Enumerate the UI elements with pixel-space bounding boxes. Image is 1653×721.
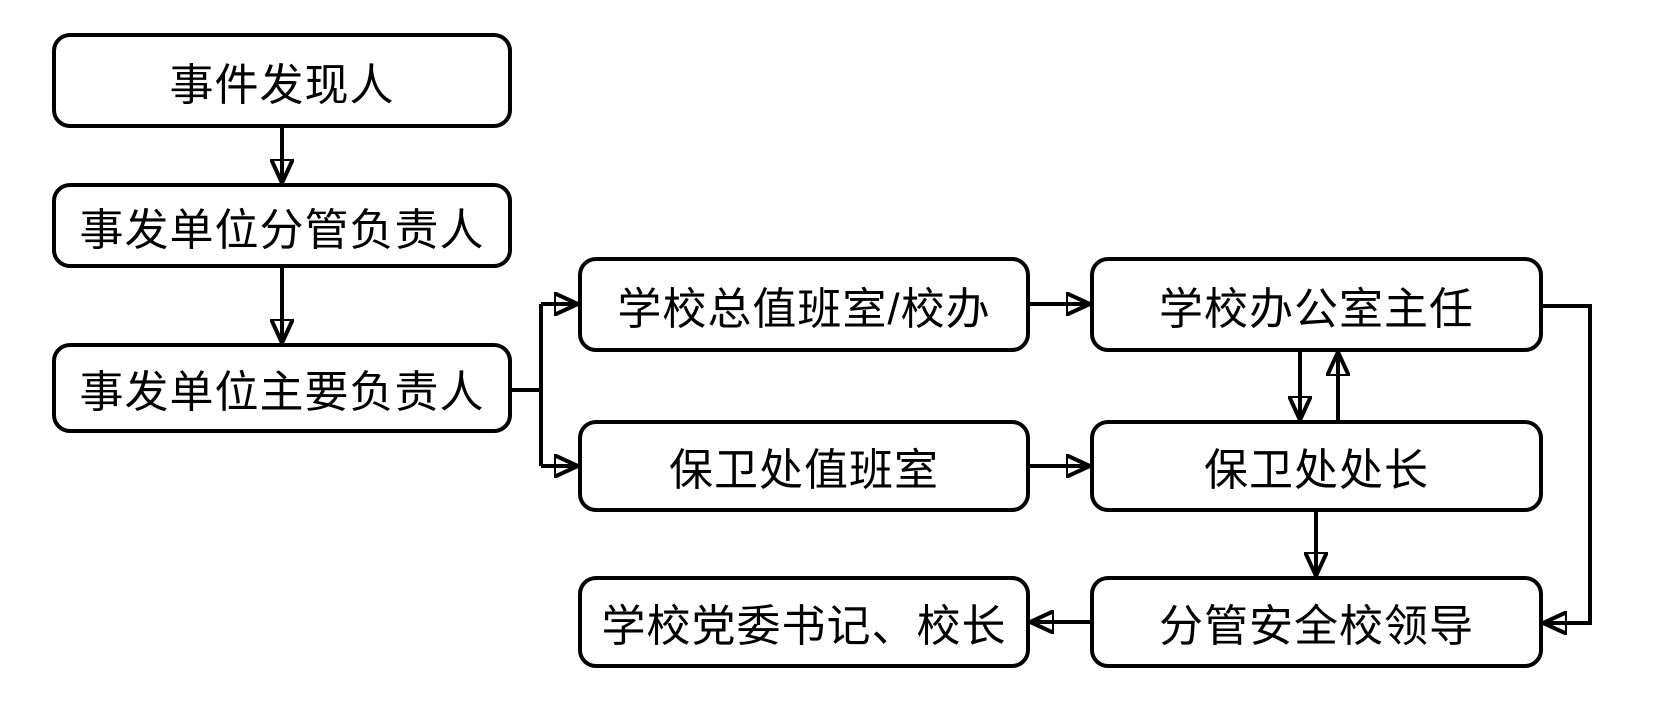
node-incident-discoverer: 事件发现人 (52, 33, 512, 128)
node-incident-unit-deputy-head: 事发单位分管负责人 (52, 183, 512, 268)
node-security-duty-room-label: 保卫处值班室 (669, 446, 939, 495)
node-school-office-director: 学校办公室主任 (1090, 257, 1543, 352)
edge-main-head-branch-line (512, 304, 543, 466)
node-incident-unit-deputy-head-label: 事发单位分管负责人 (79, 205, 485, 255)
node-incident-unit-main-head-label: 事发单位主要负责人 (79, 368, 485, 417)
node-safety-school-leader: 分管安全校领导 (1090, 576, 1543, 668)
node-school-main-duty-office: 学校总值班室/校办 (578, 257, 1030, 352)
node-school-office-director-label: 学校办公室主任 (1159, 284, 1474, 334)
node-incident-unit-main-head: 事发单位主要负责人 (52, 343, 512, 433)
node-school-main-duty-office-label: 学校总值班室/校办 (617, 284, 991, 334)
node-security-duty-room: 保卫处值班室 (578, 420, 1030, 512)
node-party-secretary-president: 学校党委书记、校长 (578, 576, 1030, 668)
node-safety-school-leader-label: 分管安全校领导 (1159, 602, 1474, 651)
node-party-secretary-president-label: 学校党委书记、校长 (601, 602, 1007, 651)
node-incident-discoverer-label: 事件发现人 (169, 60, 395, 110)
edge-director-to-safety-leader-wrap-arrow (1543, 304, 1592, 623)
node-security-dept-head-label: 保卫处处长 (1204, 446, 1429, 495)
node-security-dept-head: 保卫处处长 (1090, 420, 1543, 512)
